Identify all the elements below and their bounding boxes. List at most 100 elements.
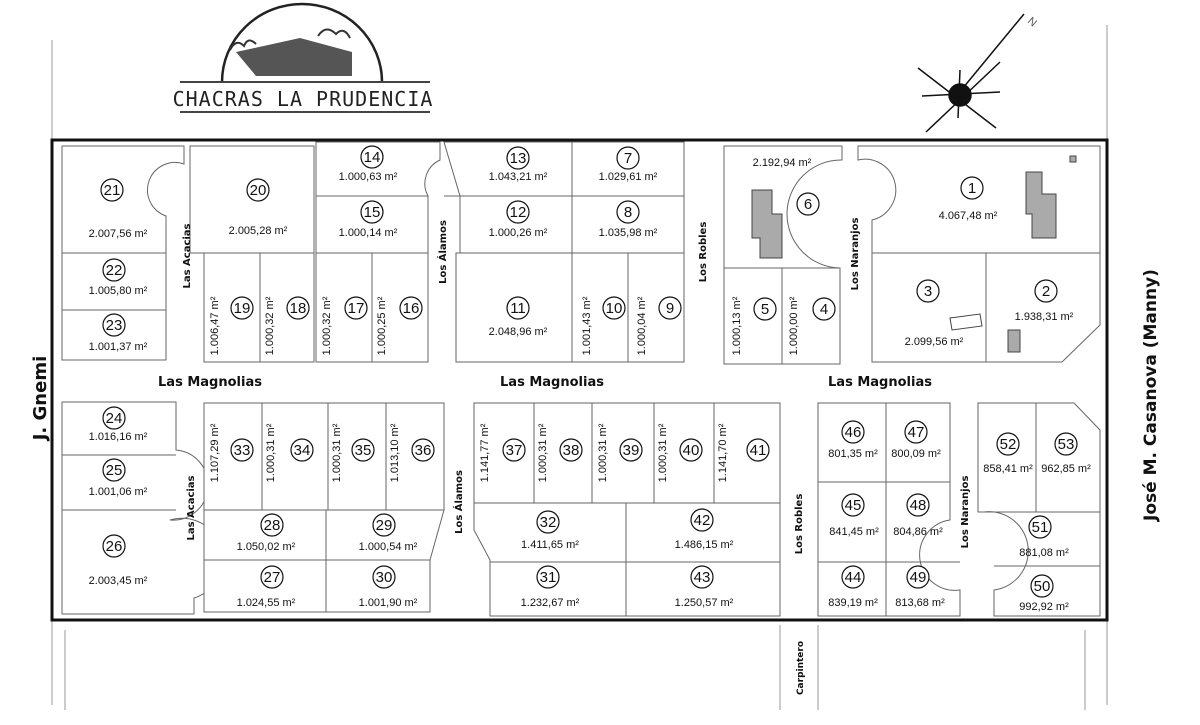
lot-area: 1.000,31 m² [331, 423, 343, 482]
lot-number: 39 [623, 442, 640, 459]
lot-number: 21 [104, 182, 121, 199]
lot-29[interactable]: 291.000,54 m² [359, 513, 418, 553]
lot-16[interactable]: 161.000,25 m² [376, 296, 423, 355]
street-label-alamos-north: Los Álamos [436, 220, 449, 284]
lot-8[interactable]: 81.035,98 m² [599, 200, 658, 239]
lot-19[interactable]: 191.006,47 m² [209, 296, 254, 355]
lot-number: 18 [290, 300, 307, 317]
lot-number: 1 [968, 180, 976, 197]
lot-outlines [61, 141, 1101, 617]
lot-2[interactable]: 21.938,31 m² [1015, 279, 1074, 323]
lot-30[interactable]: 30 1.001,90 m² [359, 565, 418, 609]
lot-40[interactable]: 401.000,31 m² [657, 423, 703, 482]
lot-20[interactable]: 202.005,28 m² [229, 178, 288, 237]
lot-number: 5 [761, 301, 769, 318]
lot-15[interactable]: 151.000,14 m² [339, 200, 398, 239]
lot-number: 34 [294, 442, 311, 459]
lot-31[interactable]: 31 1.232,67 m² [521, 565, 580, 609]
street-label-acacias-south: Las Acacias [186, 475, 197, 540]
lot-13[interactable]: 131.043,21 m² [489, 146, 548, 183]
lot-24[interactable]: 241.016,16 m² [89, 406, 148, 443]
lot-3[interactable]: 32.099,56 m² [905, 279, 964, 348]
lot-11[interactable]: 112.048,96 m² [489, 296, 548, 338]
lot-area: 1.005,80 m² [89, 285, 148, 297]
lot-7[interactable]: 71.029,61 m² [599, 146, 658, 183]
lot-number: 27 [264, 569, 281, 586]
lot-number-circle [102, 406, 126, 430]
lot-number-circle [102, 458, 126, 482]
lot-number: 2 [1042, 283, 1050, 300]
lot-10[interactable]: 101.001,43 m² [581, 296, 626, 355]
lot-area: 2.005,28 m² [229, 225, 288, 237]
lot-25[interactable]: 251.001,06 m² [89, 458, 148, 498]
lot-35[interactable]: 351.000,31 m² [331, 423, 375, 482]
lot-23[interactable]: 23 1.001,37 m² [89, 313, 148, 353]
lot-area: 800,09 m² [891, 448, 941, 460]
lot-18[interactable]: 181.000,32 m² [264, 296, 310, 355]
lot-32[interactable]: 321.411,65 m² [521, 510, 579, 551]
lot-26[interactable]: 262.003,45 m² [89, 534, 148, 587]
lot-number: 37 [506, 442, 523, 459]
lot-number-circle [841, 565, 865, 589]
lot-4[interactable]: 41.000,00 m² [788, 296, 836, 355]
lot-33[interactable]: 331.107,29 m² [209, 423, 254, 482]
lot-number: 4 [820, 301, 828, 318]
lot-21[interactable]: 21 2.007,56 m² [89, 178, 148, 240]
lot-34[interactable]: 341.000,31 m² [265, 423, 314, 482]
subdivision-boundary [50, 138, 1109, 622]
lot-number-circle [102, 313, 126, 337]
lot-number: 23 [106, 317, 123, 334]
lot-5[interactable]: 51.000,13 m² [731, 296, 777, 355]
lot-area: 813,68 m² [895, 597, 945, 609]
lot-area: 1.024,55 m² [237, 597, 296, 609]
lot-area: 858,41 m² [983, 463, 1033, 475]
lot-number-circle [841, 420, 865, 444]
lot-27[interactable]: 27 1.024,55 m² [237, 565, 296, 609]
lot-6[interactable]: 62.192,94 m² [753, 157, 820, 216]
lot-area: 1.001,37 m² [89, 341, 148, 353]
lot-42[interactable]: 421.486,15 m² [675, 508, 734, 551]
lot-area: 1.000,63 m² [339, 171, 398, 183]
lot-number-circle [536, 510, 560, 534]
lot-number-circle [246, 178, 270, 202]
lot-area: 2.007,56 m² [89, 228, 148, 240]
lot-38[interactable]: 381.000,31 m² [537, 423, 583, 482]
lot-area: 1.001,90 m² [359, 597, 418, 609]
lot-12[interactable]: 121.000,26 m² [489, 200, 548, 239]
lot-43[interactable]: 431.250,57 m² [675, 565, 734, 609]
lot-number: 29 [376, 517, 393, 534]
lot-number: 16 [403, 300, 420, 317]
lot-1[interactable]: 14.067,48 m² [939, 176, 998, 222]
lot-9[interactable]: 91.000,04 m² [636, 296, 682, 355]
lot-area: 1.486,15 m² [675, 539, 734, 551]
lot-14[interactable]: 141.000,63 m² [339, 145, 398, 183]
lot-28[interactable]: 281.050,02 m² [237, 513, 296, 553]
lot-41[interactable]: 411.141,70 m² [717, 423, 770, 482]
lot-36[interactable]: 361.013,10 m² [389, 423, 435, 482]
lot-area: 1.232,67 m² [521, 597, 580, 609]
lot-number: 31 [540, 569, 557, 586]
street-label-magnolias-east: Las Magnolias [828, 375, 932, 390]
lot-area: 1.006,47 m² [209, 296, 221, 355]
lot-area: 1.001,06 m² [89, 486, 148, 498]
lot-22[interactable]: 221.005,80 m² [89, 258, 148, 297]
lot-number-circle [260, 513, 284, 537]
lot-17[interactable]: 171.000,32 m² [321, 296, 368, 355]
lot-number: 30 [376, 569, 393, 586]
lot-number-circle [102, 258, 126, 282]
lot-number-circle [399, 296, 423, 320]
lot-39[interactable]: 391.000,31 m² [597, 423, 643, 482]
lot-number: 53 [1058, 436, 1075, 453]
lot-37[interactable]: 371.141,77 m² [479, 423, 526, 482]
